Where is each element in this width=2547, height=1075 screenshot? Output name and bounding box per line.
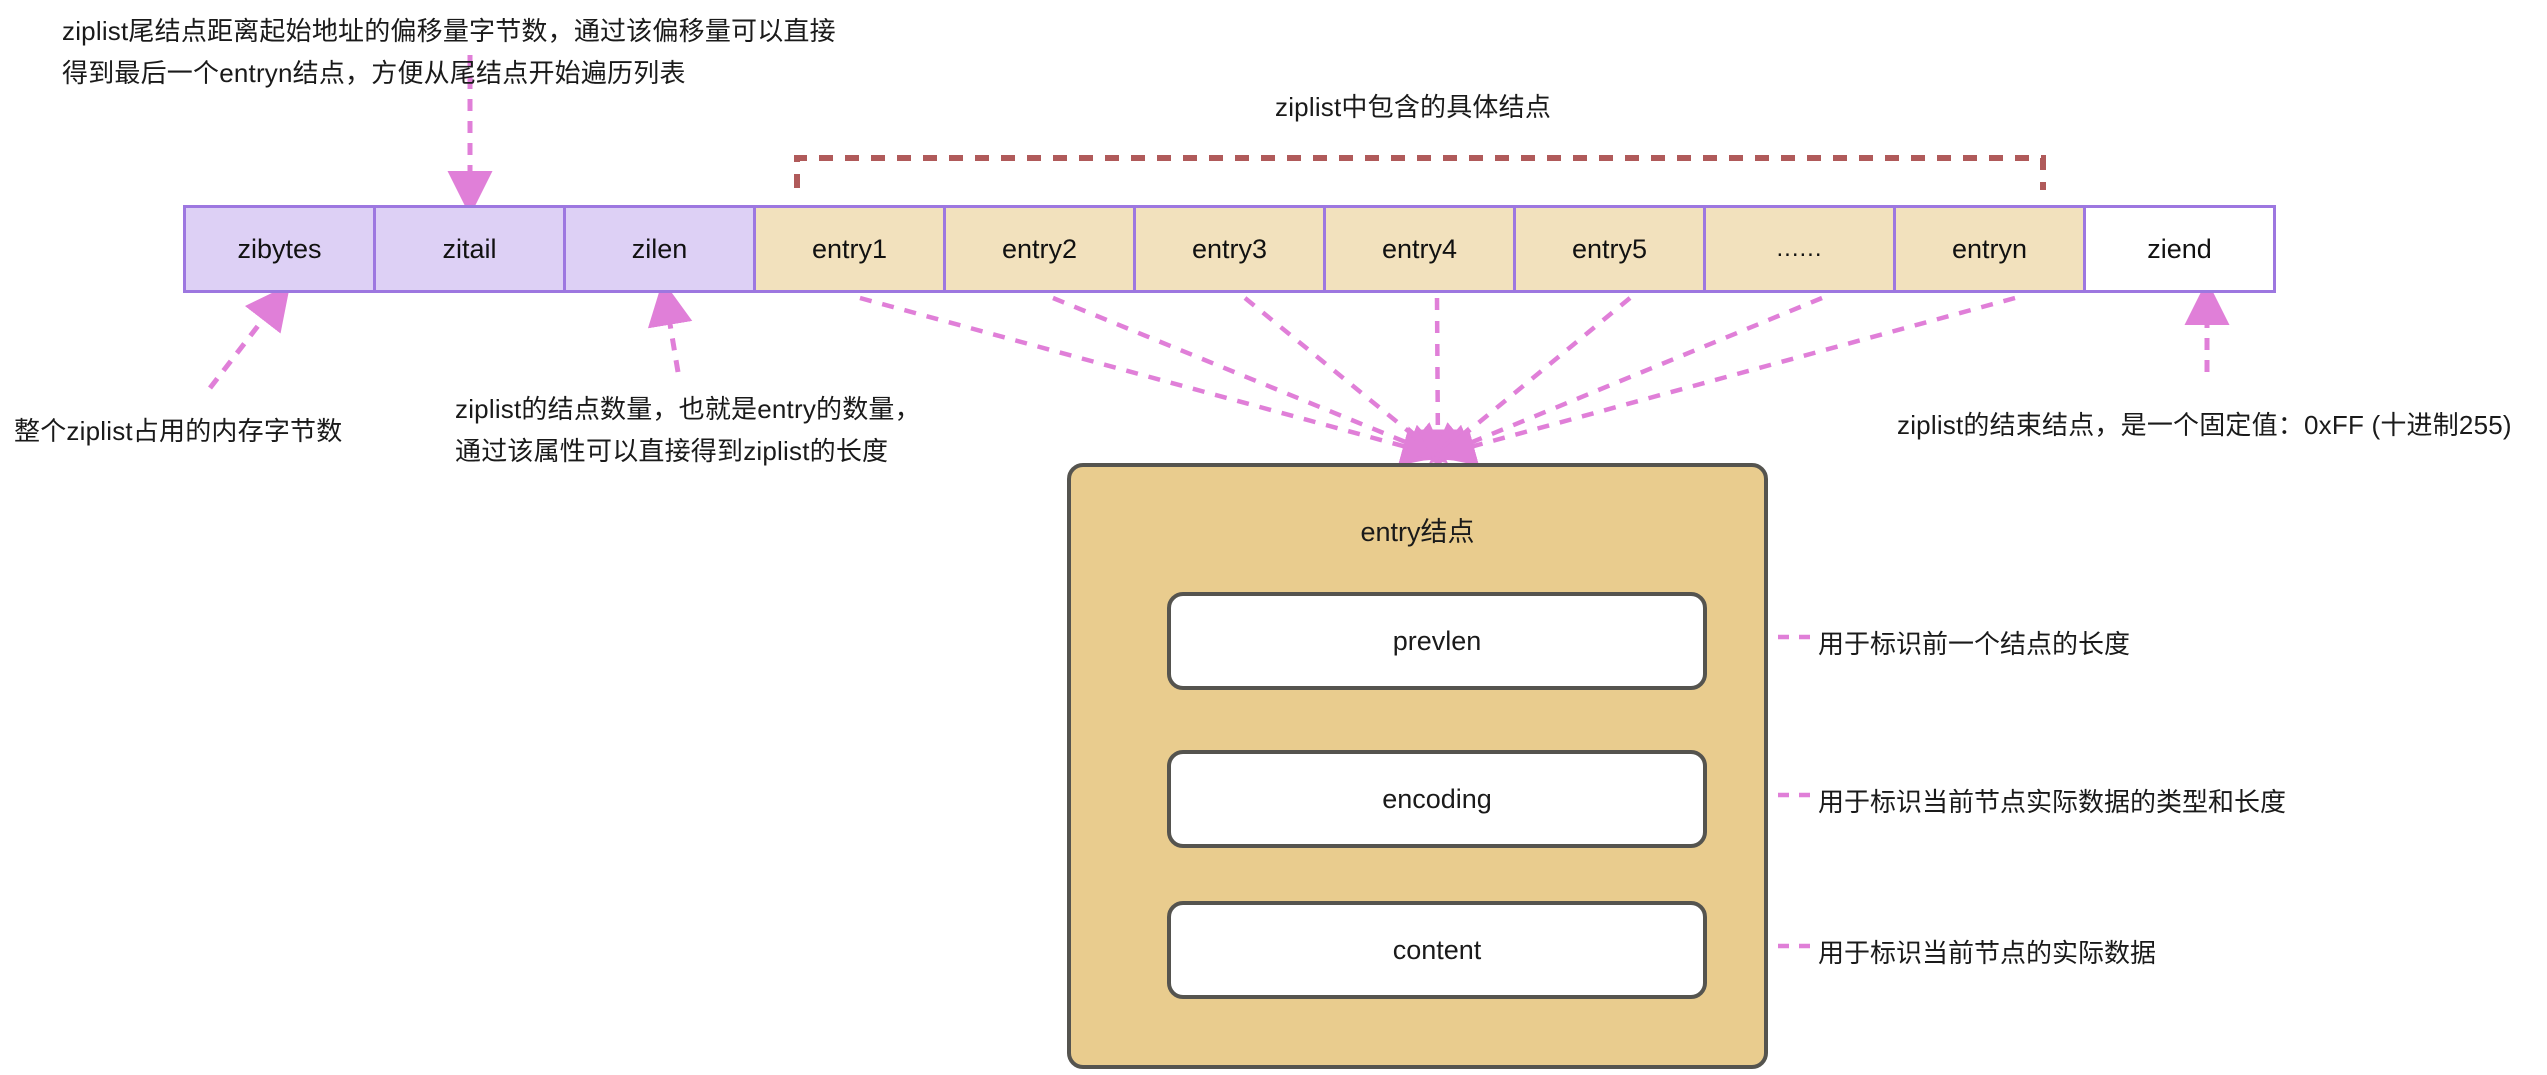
entry-field-encoding: encoding <box>1167 750 1707 848</box>
entries-bracket <box>794 155 2046 190</box>
cell-label: entry1 <box>811 233 888 264</box>
note-zilen: ziplist的结点数量，也就是entry的数量， 通过该属性可以直接得到zip… <box>455 394 921 466</box>
arrow-to-zibytes <box>208 284 291 390</box>
cell-label: entry5 <box>1571 233 1648 264</box>
cell-entryn: entryn <box>1893 205 2086 293</box>
cell-zilen: zilen <box>563 205 756 293</box>
cell-zibytes: zibytes <box>183 205 376 293</box>
entry-field-prevlen: prevlen <box>1167 592 1707 690</box>
cell-label: zilen <box>631 233 688 264</box>
cell-label: entryn <box>1951 233 2028 264</box>
cell-entry3: entry3 <box>1133 205 1326 293</box>
note-zibytes: 整个ziplist占用的内存字节数 <box>14 416 343 446</box>
callout-prevlen: 用于标识前一个结点的长度 <box>1818 629 2131 659</box>
cell-label: entry4 <box>1381 233 1458 264</box>
arrow-to-zilen <box>647 280 693 373</box>
cell-entry1: entry1 <box>753 205 946 293</box>
callout-content: 用于标识当前节点的实际数据 <box>1818 938 2157 968</box>
cell-ziend: ziend <box>2083 205 2276 293</box>
cell-label: entry3 <box>1191 233 1268 264</box>
cell-label: entry2 <box>1001 233 1078 264</box>
cell-entry-ellipsis: ...... <box>1703 205 1896 293</box>
cell-entry2: entry2 <box>943 205 1136 293</box>
entry-node-title: entry结点 <box>1360 517 1475 547</box>
entry-fan-arrows <box>859 295 2016 470</box>
note-ziend: ziplist的结束结点，是一个固定值：0xFF (十进制255) <box>1897 410 2512 440</box>
entry-field-label: encoding <box>1382 783 1492 814</box>
cell-zitail: zitail <box>373 205 566 293</box>
cell-label: ...... <box>1776 235 1823 262</box>
entry-field-content: content <box>1167 901 1707 999</box>
cell-entry5: entry5 <box>1513 205 1706 293</box>
cell-label: zibytes <box>237 233 322 264</box>
note-zitail: ziplist尾结点距离起始地址的偏移量字节数，通过该偏移量可以直接 得到最后一… <box>62 16 836 88</box>
cell-entry4: entry4 <box>1323 205 1516 293</box>
ziplist-strip: zibytes zitail zilen entry1 entry2 entry… <box>183 205 2303 293</box>
cell-label: ziend <box>2147 233 2212 264</box>
bracket-label: ziplist中包含的具体结点 <box>1275 92 1552 122</box>
entry-field-label: prevlen <box>1392 625 1482 656</box>
cell-label: zitail <box>442 233 497 264</box>
callout-encoding: 用于标识当前节点实际数据的类型和长度 <box>1818 787 2287 817</box>
entry-field-label: content <box>1392 934 1482 965</box>
entry-node-box: entry结点 prevlen encoding content <box>1067 463 1768 1069</box>
